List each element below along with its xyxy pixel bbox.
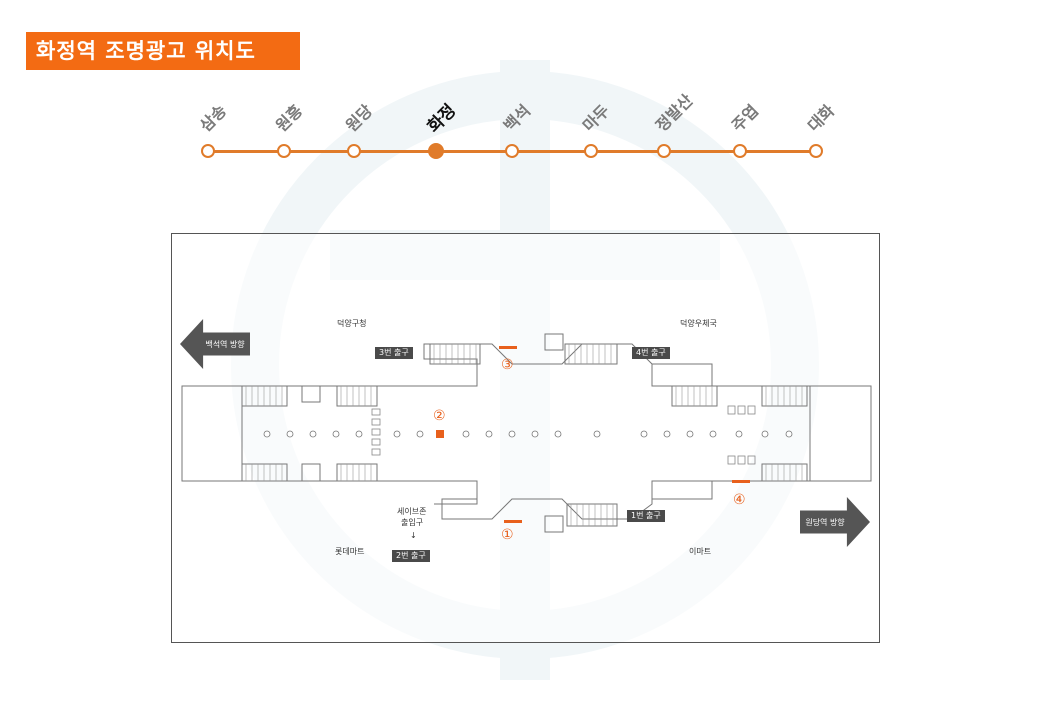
station-dot-7[interactable] (733, 144, 747, 158)
station-dot-4[interactable] (505, 144, 519, 158)
page-title: 화정역 조명광고 위치도 (26, 32, 300, 70)
landmark-emart: 이마트 (689, 547, 712, 556)
station-dot-5[interactable] (584, 144, 598, 158)
exit-4-tag[interactable]: 4번 출구 (632, 347, 670, 359)
direction-left-label: 백석역 방향 (205, 339, 245, 349)
landmark-deogyang-office: 덕양구청 (337, 319, 367, 328)
station-dot-2[interactable] (347, 144, 361, 158)
station-dot-0[interactable] (201, 144, 215, 158)
landmark-lotte-mart: 롯데마트 (335, 547, 365, 556)
landmark-entrance: 출입구 (401, 518, 424, 527)
station-dot-8[interactable] (809, 144, 823, 158)
exit-2-tag[interactable]: 2번 출구 (392, 550, 430, 562)
marker-2-label: ② (433, 408, 446, 424)
direction-right-label: 원당역 방향 (805, 517, 845, 527)
station-dot-6[interactable] (657, 144, 671, 158)
station-dot-3[interactable] (428, 143, 444, 159)
marker-3-label: ③ (501, 357, 514, 373)
station-map: 덕양구청 덕양우체국 롯데마트 이마트 세이브존 출입구 ↓ 3번 출구 4번 … (171, 233, 880, 643)
down-arrow-icon: ↓ (410, 531, 417, 540)
marker-4-label: ④ (733, 492, 746, 508)
landmark-safe-zone: 세이브존 (397, 507, 427, 516)
station-dot-1[interactable] (277, 144, 291, 158)
exit-1-tag[interactable]: 1번 출구 (627, 510, 665, 522)
landmark-deogyang-post: 덕양우체국 (680, 319, 717, 328)
marker-1-label: ① (501, 527, 514, 543)
floor-plan (181, 333, 872, 533)
exit-3-tag[interactable]: 3번 출구 (375, 347, 413, 359)
